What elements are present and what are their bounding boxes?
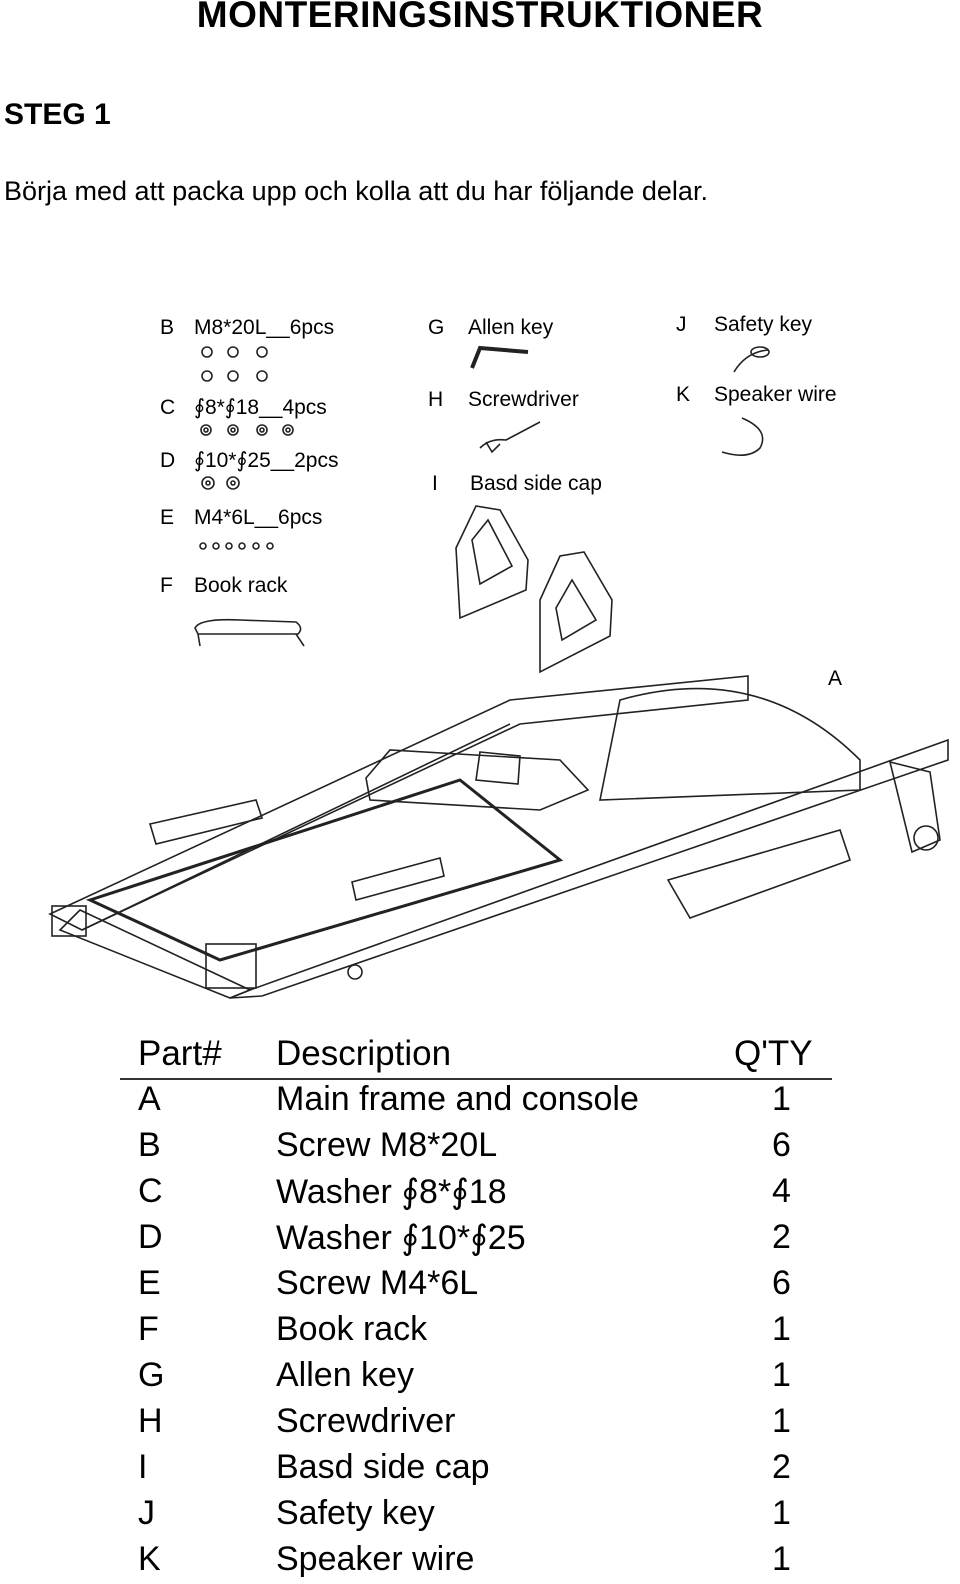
document-title: MONTERINGSINSTRUKTIONER xyxy=(196,0,764,35)
description-cell: Safety key xyxy=(276,1494,435,1532)
part-cell: J xyxy=(138,1494,155,1532)
label-d: D∮10*∮25__2pcs xyxy=(160,449,339,472)
table-row: F Book rack 1 xyxy=(120,1310,832,1354)
parts-diagram xyxy=(48,345,949,999)
label-c: C∮8*∮18__4pcs xyxy=(160,396,327,419)
speaker-wire-illustration xyxy=(721,417,764,456)
qty-cell: 1 xyxy=(772,1356,791,1394)
table-row: K Speaker wire 1 xyxy=(120,1540,832,1584)
table-row: G Allen key 1 xyxy=(120,1356,832,1400)
description-cell: Basd side cap xyxy=(276,1448,490,1486)
intro-text: Börja med att packa upp och kolla att du… xyxy=(4,176,708,206)
qty-cell: 1 xyxy=(772,1310,791,1348)
part-cell: H xyxy=(138,1402,163,1440)
label-a: A xyxy=(828,667,843,690)
description-cell: Main frame and console xyxy=(276,1080,639,1118)
side-cap-illustration xyxy=(455,505,613,674)
part-cell: C xyxy=(138,1172,163,1210)
part-cell: E xyxy=(138,1264,161,1302)
part-cell: A xyxy=(138,1080,161,1118)
table-row: C Washer ∮8*∮18 4 xyxy=(120,1172,832,1216)
description-cell: Washer ∮10*∮25 xyxy=(276,1219,526,1257)
qty-cell: 4 xyxy=(772,1172,791,1210)
qty-cell: 6 xyxy=(772,1264,791,1302)
table-row: H Screwdriver 1 xyxy=(120,1402,832,1446)
table-row: I Basd side cap 2 xyxy=(120,1448,832,1492)
qty-cell: 1 xyxy=(772,1402,791,1440)
qty-cell: 1 xyxy=(772,1494,791,1532)
screws-e-illustration xyxy=(199,542,274,550)
header-part: Part# xyxy=(138,1034,222,1073)
safety-key-illustration xyxy=(733,346,770,373)
table-row: B Screw M8*20L 6 xyxy=(120,1126,832,1170)
table-row: A Main frame and console 1 xyxy=(120,1080,832,1124)
table-row: J Safety key 1 xyxy=(120,1494,832,1538)
book-rack-illustration xyxy=(194,618,305,647)
description-cell: Screw M8*20L xyxy=(276,1126,498,1164)
screws-b-illustration xyxy=(201,346,268,382)
part-cell: B xyxy=(138,1126,161,1164)
description-cell: Screw M4*6L xyxy=(276,1264,479,1302)
washers-d-illustration xyxy=(201,476,240,490)
header-qty: Q'TY xyxy=(734,1034,813,1073)
part-cell: F xyxy=(138,1310,159,1348)
description-cell: Allen key xyxy=(276,1356,414,1394)
table-row: D Washer ∮10*∮25 2 xyxy=(120,1218,832,1262)
part-cell: D xyxy=(138,1218,163,1256)
qty-cell: 6 xyxy=(772,1126,791,1164)
qty-cell: 2 xyxy=(772,1448,791,1486)
screwdriver-illustration xyxy=(479,421,541,454)
description-cell: Washer ∮8*∮18 xyxy=(276,1173,507,1211)
part-cell: G xyxy=(138,1356,165,1394)
table-row: E Screw M4*6L 6 xyxy=(120,1264,832,1308)
parts-table-header: Part# Description Q'TY xyxy=(120,1030,832,1080)
allen-key-illustration xyxy=(470,345,529,369)
treadmill-illustration xyxy=(48,675,949,999)
qty-cell: 2 xyxy=(772,1218,791,1256)
part-cell: K xyxy=(138,1540,161,1578)
header-description: Description xyxy=(276,1034,452,1073)
step-heading: STEG 1 xyxy=(4,98,111,131)
part-cell: I xyxy=(138,1448,148,1486)
qty-cell: 1 xyxy=(772,1080,791,1118)
description-cell: Screwdriver xyxy=(276,1402,456,1440)
description-cell: Book rack xyxy=(276,1310,428,1348)
washers-c-illustration xyxy=(200,424,294,436)
qty-cell: 1 xyxy=(772,1540,791,1578)
description-cell: Speaker wire xyxy=(276,1540,475,1578)
